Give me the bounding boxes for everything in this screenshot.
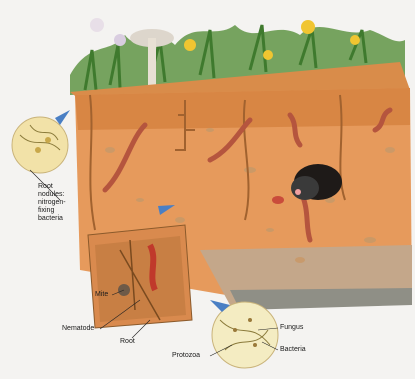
label-line: fixing (38, 207, 66, 215)
label-mite: Mite (95, 291, 108, 299)
label-fungus: Fungus (280, 324, 303, 332)
nematode-worm (150, 245, 155, 290)
label-root-nodules: Root nodules: nitrogen- fixing bacteria (38, 183, 66, 223)
cutaway-inset (88, 225, 192, 328)
label-bacteria: Bacteria (280, 346, 306, 354)
label-line: Root (38, 183, 66, 191)
label-protozoa: Protozoa (172, 352, 200, 360)
label-line: nitrogen- (38, 199, 66, 207)
label-nematode: Nematode (62, 325, 94, 333)
label-line: bacteria (38, 215, 66, 223)
flower-head (90, 18, 104, 32)
label-root: Root (120, 338, 135, 346)
magnified-root-nodules (12, 117, 68, 173)
label-line: nodules: (38, 191, 66, 199)
